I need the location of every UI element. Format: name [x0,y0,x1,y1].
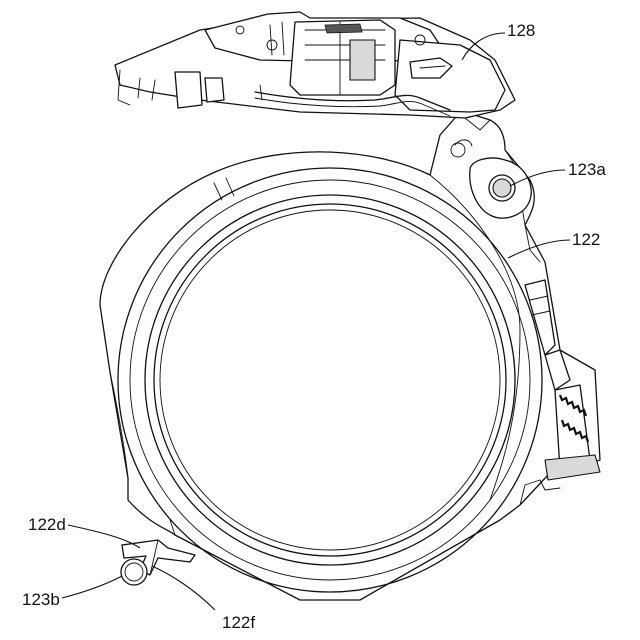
rack-mechanism [525,280,600,490]
leader-123b [62,576,122,598]
actuator-128 [115,12,515,130]
label-122: 122 [572,230,600,249]
label-123b: 123b [22,590,60,609]
leader-122f [152,566,215,610]
lens-rings [118,168,542,592]
label-128: 128 [507,21,535,40]
label-123a: 123a [568,160,606,179]
label-122f: 122f [222,613,255,632]
shaft-123b [121,559,147,585]
leader-122 [508,240,570,258]
label-122d: 122d [28,515,66,534]
